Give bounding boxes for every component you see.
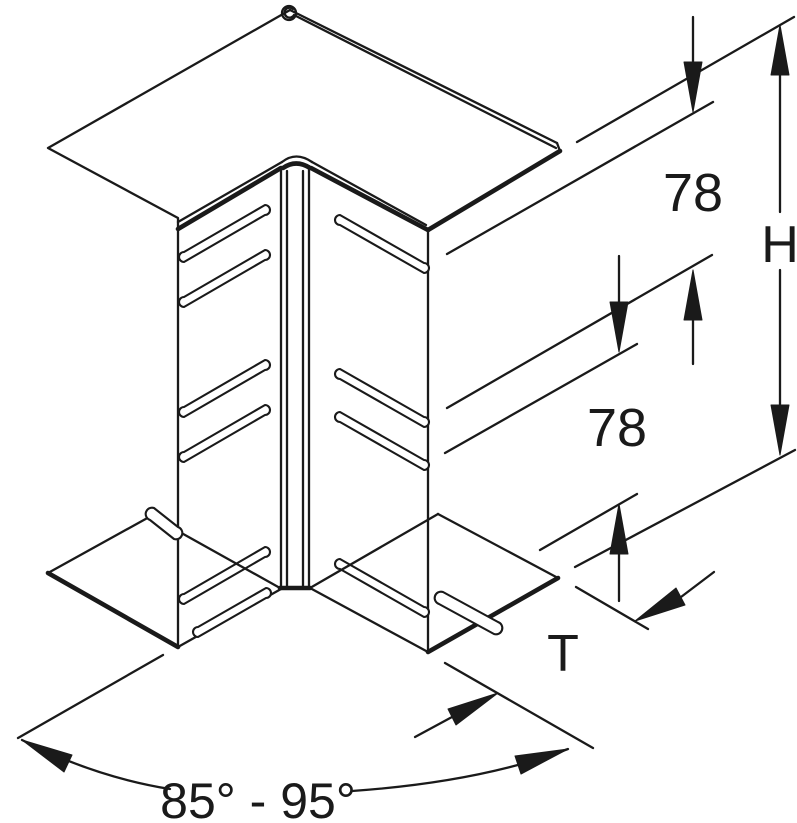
dimension-annotations: 78 78 H T [16,15,797,823]
cover-back-right-inner [294,14,558,150]
extension-line-top-edge [575,15,796,144]
dim-depth: T [413,570,716,739]
wall-slot [192,586,272,639]
corner-fold [277,164,313,591]
cover-left-edges [46,8,292,231]
arrow-up-right-icon [447,692,499,726]
wall-slot [178,545,271,606]
wall-slot [334,410,430,472]
arrow-up-icon [683,269,703,321]
cover-front-right-edge [425,148,563,233]
left-flange-back-edge [46,514,153,575]
right-wall [308,213,430,654]
wall-slot [334,557,430,619]
angle-ray-left [16,653,165,740]
extension-line-bottom-edge [573,448,797,569]
extension-line-slot-row-2 [445,253,714,410]
cover-right-lip-top [310,160,428,227]
cover-left-lip-top [176,160,284,224]
cover-corner-notch-bold [280,161,313,171]
wall-slot [334,367,430,429]
dim-tail-lower [413,715,454,739]
extension-line-slot-row-3 [443,342,639,455]
dim-angle: 85° - 95° [16,653,595,823]
right-flange-miter-edge [308,512,440,590]
arrow-down-icon [770,404,790,456]
left-flange-front-edge [45,570,181,650]
cover-left-lip-bold [175,165,284,232]
left-wall [176,203,283,649]
wall-slot [178,248,271,309]
arrow-down-left-icon [634,587,686,622]
wall-slot [178,358,271,419]
right-wall-bottom-edge [308,586,430,654]
dim-78-top: 78 [663,15,723,366]
dim-label-depth: T [547,625,579,683]
extension-line-flange-corner [574,585,650,631]
dim-78-middle: 78 [587,254,647,603]
flange-slot [433,590,504,636]
wall-slot [178,403,271,464]
dim-height: H [761,24,797,456]
cover-right-corner [555,141,562,153]
left-bottom-flange [45,506,282,650]
extension-line-slot-row-4 [538,492,639,552]
dim-label-78-top: 78 [663,163,723,223]
wall-slot [178,203,271,264]
arrow-down-icon [683,61,703,113]
cover-corner-notch [280,155,314,164]
cover-right-lip-bold [308,165,431,233]
flange-slot [144,506,184,541]
screw-head-slot [283,6,296,19]
dim-tail-upper [679,570,716,599]
angle-ray-right [443,661,595,750]
arrow-arc-right-icon [514,748,569,775]
top-cover-plate [46,4,563,233]
arrow-arc-left-icon [21,739,73,773]
dim-label-78-middle: 78 [587,398,647,458]
right-flange-back-edge [436,512,560,580]
arrow-down-icon [609,301,629,353]
wall-slot [334,213,430,275]
right-flange-front-edge [425,575,561,655]
corner-piece-body [45,4,563,655]
cover-back-right-outer [288,8,559,145]
screw-head-outline [280,4,298,22]
arrow-up-icon [609,503,629,555]
dim-label-height: H [761,216,797,274]
right-bottom-flange [308,512,561,655]
extension-line-slot-row-1 [445,100,715,256]
arrow-up-icon [770,24,790,76]
screw-head-icon [280,4,298,22]
dim-label-angle: 85° - 95° [160,773,356,823]
